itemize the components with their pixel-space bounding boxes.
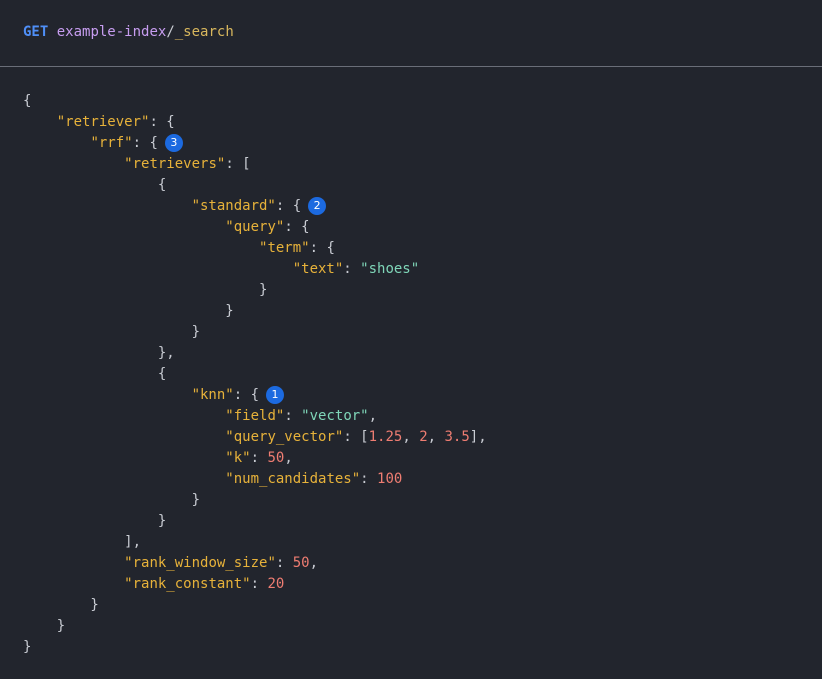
- num-candidates-value: 100: [377, 471, 403, 487]
- query-vector-value: 2: [419, 429, 428, 445]
- text-value: "shoes": [360, 261, 420, 277]
- code-line: "k": 50,: [225, 450, 293, 466]
- callout-badge-2[interactable]: 2: [308, 197, 327, 215]
- rank-window-size-value: 50: [292, 555, 310, 571]
- http-method: GET: [23, 24, 49, 40]
- code-line: "term": {: [259, 240, 335, 256]
- standard-key: "standard": [191, 198, 276, 214]
- term-key: "term": [259, 240, 310, 256]
- rank-window-size-key: "rank_window_size": [124, 555, 276, 571]
- root-close-brace: }: [23, 639, 32, 655]
- request-header: GET example-index/_search: [0, 0, 822, 67]
- code-line: "standard": {2: [23, 196, 487, 217]
- code-line: "query": {: [225, 219, 310, 235]
- code-line: {: [23, 366, 167, 382]
- code-line: {: [23, 177, 167, 193]
- root-open-brace: {: [23, 93, 32, 109]
- k-key: "k": [225, 450, 251, 466]
- index-name: example-index: [56, 24, 167, 40]
- field-value: "vector": [301, 408, 369, 424]
- endpoint-name: _search: [174, 24, 234, 40]
- code-line: "query_vector": [1.25, 2, 3.5],: [225, 429, 487, 445]
- rrf-key: "rrf": [90, 135, 133, 151]
- code-line: },: [23, 345, 175, 361]
- request-line: GET example-index/_search: [23, 22, 234, 42]
- code-line: }: [23, 303, 234, 319]
- code-line: "knn": {1: [23, 385, 487, 406]
- rank-constant-key: "rank_constant": [124, 576, 251, 592]
- code-line: {: [23, 91, 487, 112]
- retrievers-key: "retrievers": [124, 156, 226, 172]
- k-value: 50: [267, 450, 285, 466]
- code-line: "field": "vector",: [225, 408, 378, 424]
- query-vector-value: 1.25: [368, 429, 403, 445]
- query-vector-value: 3.5: [444, 429, 470, 445]
- code-line: }: [23, 513, 167, 529]
- knn-key: "knn": [191, 387, 234, 403]
- code-line: ],: [23, 534, 142, 550]
- code-line: }: [23, 618, 66, 634]
- path-separator: /: [166, 24, 175, 40]
- num-candidates-key: "num_candidates": [225, 471, 361, 487]
- callout-badge-1[interactable]: 1: [266, 386, 285, 404]
- code-line: }: [23, 597, 99, 613]
- code-line: "rrf": {3: [23, 133, 487, 154]
- code-line: "rank_constant": 20: [124, 576, 285, 592]
- retriever-key: "retriever": [56, 114, 150, 130]
- code-line: }: [23, 637, 487, 658]
- code-line: "retrievers": [: [124, 156, 251, 172]
- field-key: "field": [225, 408, 285, 424]
- request-body: { "retriever": { "rrf": {3 "retrievers":…: [23, 91, 487, 658]
- rank-constant-value: 20: [267, 576, 285, 592]
- code-line: }: [23, 282, 268, 298]
- code-line: }: [23, 324, 201, 340]
- text-key: "text": [292, 261, 344, 277]
- retrievers-open-bracket: [: [242, 156, 251, 172]
- query-vector-key: "query_vector": [225, 429, 344, 445]
- callout-badge-3[interactable]: 3: [164, 134, 183, 152]
- code-line: "retriever": {: [56, 114, 175, 130]
- code-line: }: [23, 492, 201, 508]
- code-line: "num_candidates": 100: [225, 471, 403, 487]
- query-key: "query": [225, 219, 285, 235]
- code-line: "text": "shoes": [292, 261, 420, 277]
- code-line: "rank_window_size": 50,: [124, 555, 319, 571]
